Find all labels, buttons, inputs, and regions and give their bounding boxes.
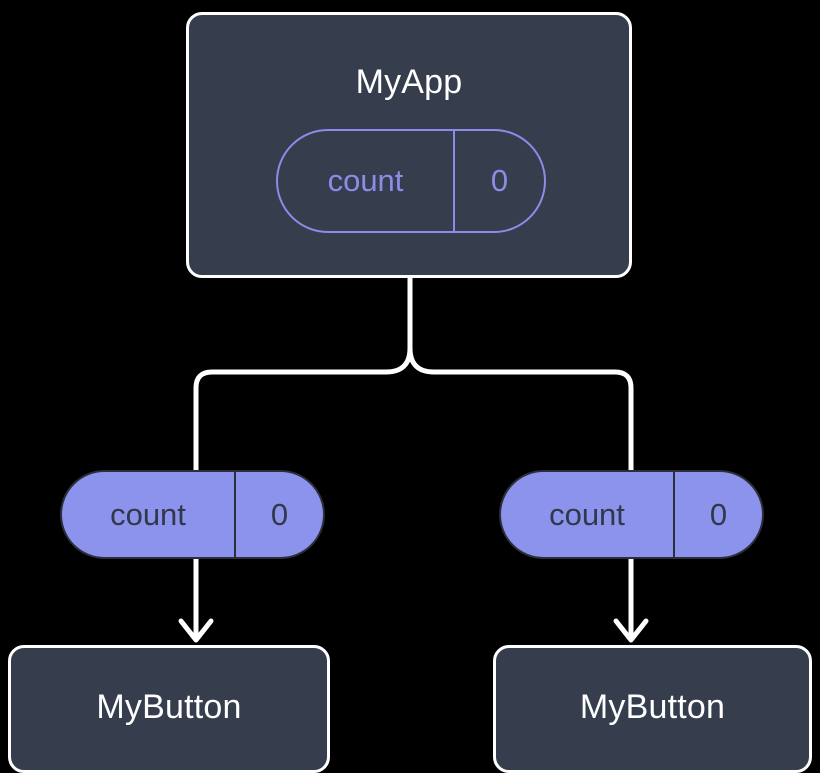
component-node-mybutton-left[interactable]: MyButton [8,645,330,773]
component-label-wrap: MyButton [11,648,327,766]
arrowhead-right [613,618,649,643]
props-pill-key: count [549,496,625,532]
props-pill-right-count[interactable]: count 0 [499,470,764,559]
props-pill-key: count [110,496,186,532]
state-pill-value: 0 [453,131,544,231]
state-pill-key: count [327,163,404,198]
state-pill-myapp-count[interactable]: count 0 [276,129,546,233]
props-pill-value: 0 [673,472,762,557]
component-title-mybutton-left: MyButton [96,687,242,726]
component-title-myapp: MyApp [355,63,463,101]
arrowhead-left [178,618,214,643]
edge-root-to-child-right [407,345,634,473]
component-label-wrap: MyButton [496,648,809,766]
edge-root-to-children [193,275,413,473]
component-title-mybutton-right: MyButton [579,687,726,726]
props-pill-value: 0 [234,472,323,557]
component-node-myapp[interactable]: MyApp [186,12,632,278]
props-pill-left-count[interactable]: count 0 [60,470,325,559]
component-node-mybutton-right[interactable]: MyButton [493,645,812,773]
